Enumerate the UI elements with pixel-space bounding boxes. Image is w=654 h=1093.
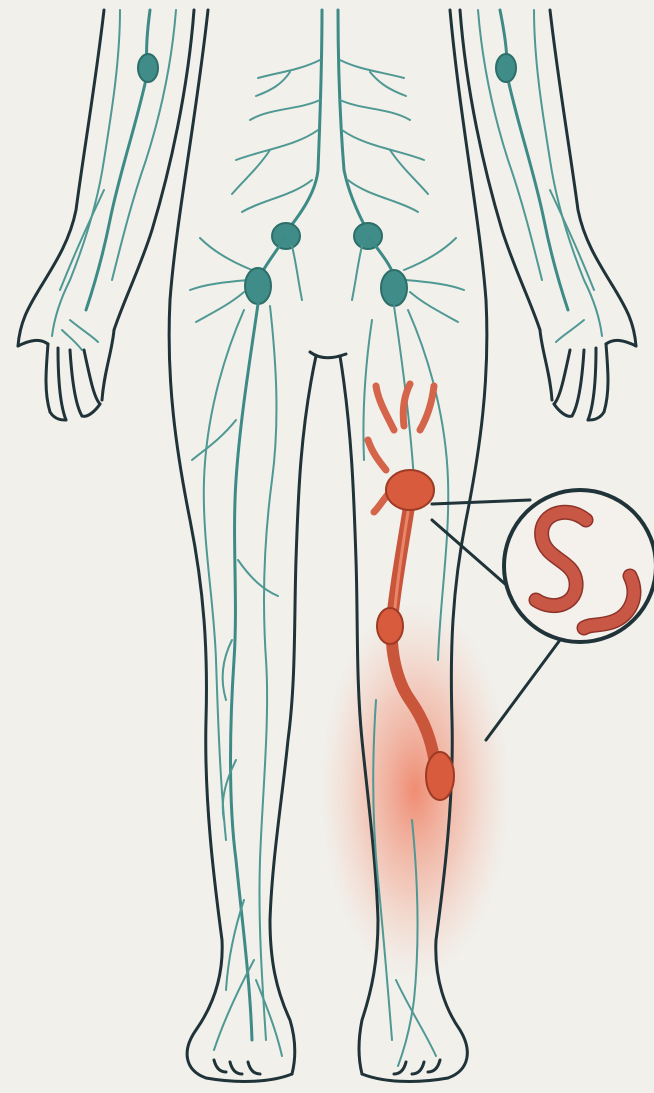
lymph-node <box>138 54 158 82</box>
lymph-node <box>381 270 407 306</box>
lymph-node <box>496 54 516 82</box>
inflamed-lymph-node-icon <box>426 752 454 800</box>
inflamed-lymph-node-icon <box>386 470 434 510</box>
inflamed-lymph-node-icon <box>377 608 403 644</box>
inflammation-glow <box>320 600 510 980</box>
left-arm-lymph-vessels <box>52 10 176 350</box>
legs-outline <box>169 10 487 1081</box>
lymph-node <box>245 268 271 304</box>
right-arm-lymph-vessels <box>478 10 602 342</box>
torso-lymph-vessels <box>190 10 464 322</box>
